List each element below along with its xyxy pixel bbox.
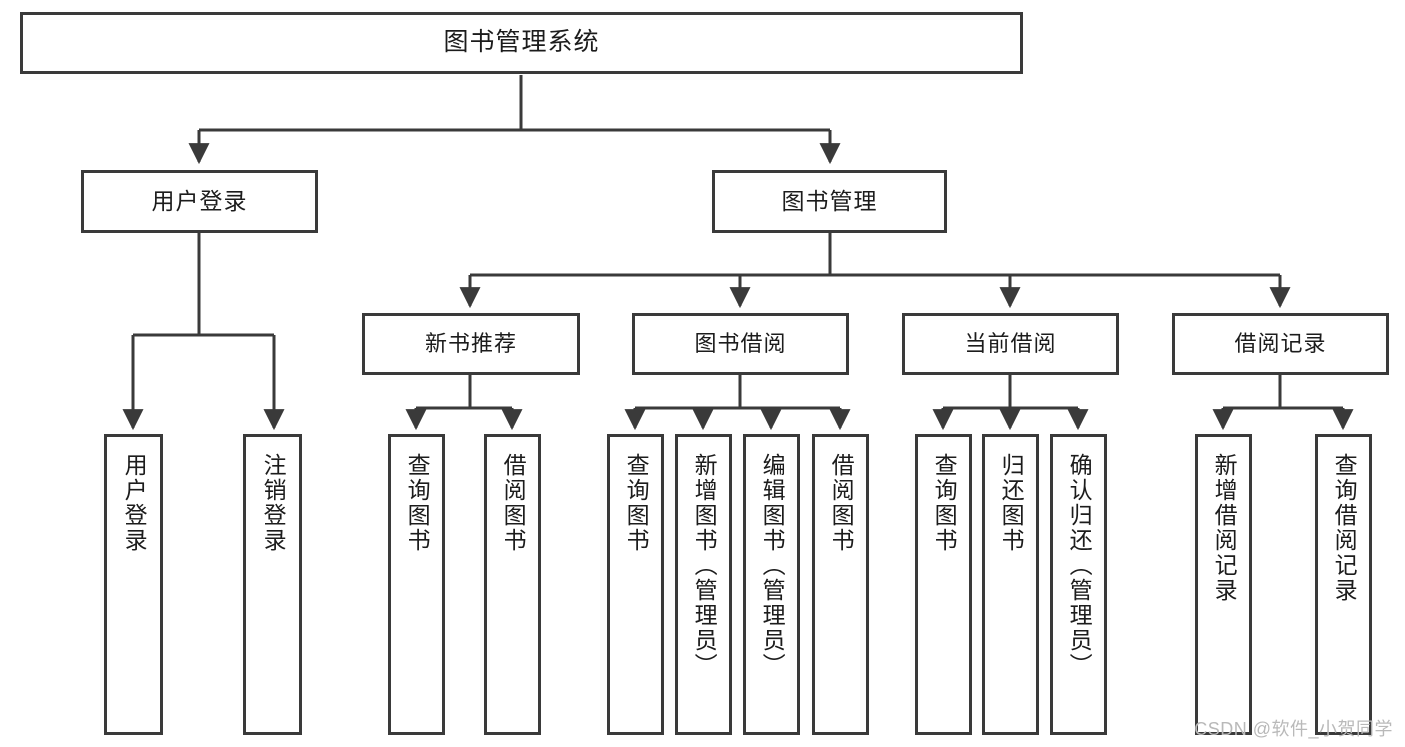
watermark: CSDN @软件_小贺同学: [1194, 719, 1393, 739]
node-label: 借阅图书: [500, 453, 527, 553]
node-root-system[interactable]: 图书管理系统: [20, 12, 1023, 74]
leaf-borrow-edit-book-admin[interactable]: 编辑图书（管理员）: [743, 434, 800, 735]
node-label: 图书管理系统: [443, 28, 600, 57]
node-label: 当前借阅: [964, 331, 1057, 357]
node-label: 借阅图书: [828, 453, 855, 553]
node-label: 编辑图书（管理员）: [759, 453, 786, 678]
leaf-current-confirm-return-admin[interactable]: 确认归还（管理员）: [1050, 434, 1107, 735]
node-label: 用户登录: [121, 453, 148, 553]
leaf-recommend-query-book[interactable]: 查询图书: [388, 434, 445, 735]
leaf-current-return-book[interactable]: 归还图书: [982, 434, 1039, 735]
leaf-borrow-borrow-book[interactable]: 借阅图书: [812, 434, 869, 735]
node-label: 借阅记录: [1234, 331, 1327, 357]
node-label: 查询图书: [404, 453, 431, 553]
node-label: 新书推荐: [424, 331, 517, 357]
node-label: 确认归还（管理员）: [1066, 453, 1093, 678]
node-label: 图书管理: [781, 187, 878, 214]
leaf-record-query-borrow-record[interactable]: 查询借阅记录: [1315, 434, 1372, 735]
node-label: 查询借阅记录: [1331, 453, 1358, 603]
node-label: 图书借阅: [694, 331, 787, 357]
node-label: 查询图书: [623, 453, 650, 553]
node-label: 用户登录: [151, 187, 248, 214]
leaf-user-logout[interactable]: 注销登录: [243, 434, 302, 735]
node-label: 注销登录: [260, 453, 287, 553]
leaf-record-add-borrow-record[interactable]: 新增借阅记录: [1195, 434, 1252, 735]
node-book-management[interactable]: 图书管理: [712, 170, 947, 233]
leaf-recommend-borrow-book[interactable]: 借阅图书: [484, 434, 541, 735]
node-label: 新增图书（管理员）: [691, 453, 718, 678]
node-label: 查询图书: [931, 453, 958, 553]
node-user-login[interactable]: 用户登录: [81, 170, 318, 233]
node-label: 归还图书: [998, 453, 1025, 553]
node-book-borrow[interactable]: 图书借阅: [632, 313, 849, 375]
leaf-current-query-book[interactable]: 查询图书: [915, 434, 972, 735]
node-label: 新增借阅记录: [1211, 453, 1238, 603]
leaf-user-login[interactable]: 用户登录: [104, 434, 163, 735]
leaf-borrow-add-book-admin[interactable]: 新增图书（管理员）: [675, 434, 732, 735]
node-new-book-recommend[interactable]: 新书推荐: [362, 313, 580, 375]
node-borrow-record[interactable]: 借阅记录: [1172, 313, 1389, 375]
leaf-borrow-query-book[interactable]: 查询图书: [607, 434, 664, 735]
node-current-borrow[interactable]: 当前借阅: [902, 313, 1119, 375]
